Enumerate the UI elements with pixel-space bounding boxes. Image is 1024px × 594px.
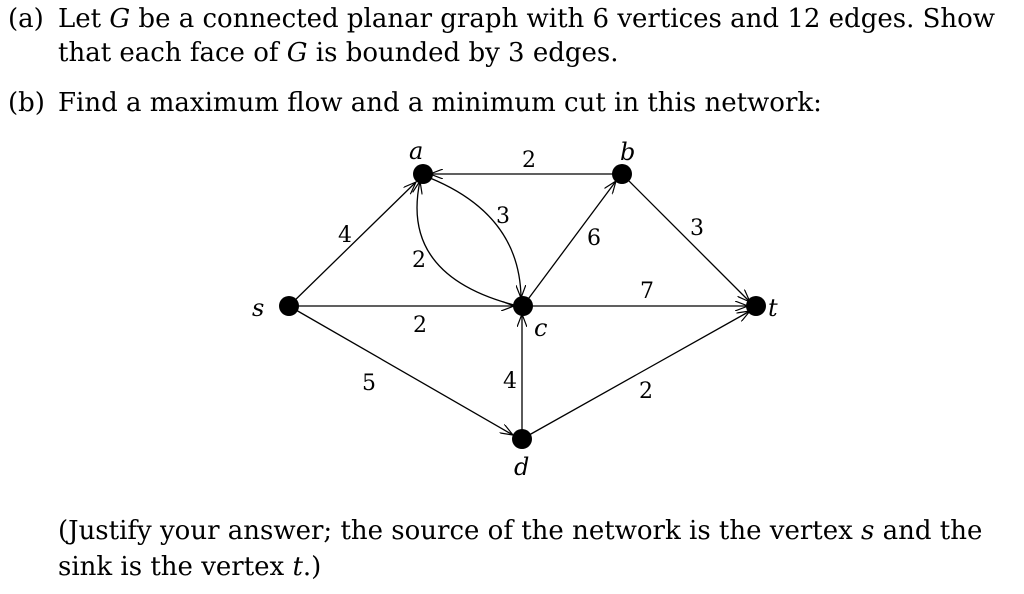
part-a-text: is bounded by 3 edges. [307, 38, 619, 68]
vertex-d [512, 429, 532, 449]
footer-text: sink is the vertex [58, 552, 293, 582]
vertex-label-a: a [409, 137, 423, 165]
weight-c-a: 2 [412, 248, 426, 273]
weight-b-t: 3 [690, 216, 704, 241]
footer-text: .) [302, 552, 322, 582]
part-a-line-2: that each face of G is bounded by 3 edge… [58, 38, 619, 68]
footer-line-1: (Justify your answer; the source of the … [58, 516, 982, 546]
vertex-t [746, 296, 766, 316]
part-a-line-1: Let G be a connected planar graph with 6… [58, 4, 995, 34]
vertex-label-d: d [514, 453, 529, 481]
weight-d-t: 2 [639, 379, 653, 404]
vertex-label-c: c [534, 314, 547, 342]
graph-symbol: G [109, 4, 131, 34]
edge-b-t [621, 173, 750, 302]
edge-d-t [521, 311, 750, 440]
edge-a-c [429, 177, 521, 298]
part-a-label: (a) [8, 4, 44, 34]
footer-text: (Justify your answer; the source of the … [58, 516, 862, 546]
part-a-text: Let [58, 4, 110, 34]
vertex-s [279, 296, 299, 316]
part-b-text: Find a maximum flow and a minimum cut in… [58, 88, 822, 118]
weight-a-c: 3 [496, 204, 510, 229]
weight-s-d: 5 [362, 371, 376, 396]
vertex-b [612, 164, 632, 184]
weight-d-c: 4 [503, 369, 517, 394]
part-a-text: be a connected planar graph with 6 verti… [130, 4, 996, 34]
edge-s-a [288, 182, 416, 307]
edge-c-b [522, 181, 616, 307]
vertex-label-t: t [768, 294, 778, 322]
weight-c-b: 6 [587, 226, 601, 251]
footer-text: and the [874, 516, 983, 546]
edge-s-d [288, 305, 513, 435]
weight-s-a: 4 [338, 223, 352, 248]
weight-b-a: 2 [522, 148, 536, 173]
weight-s-c: 2 [413, 313, 427, 338]
edge-c-a [417, 181, 515, 306]
part-b-label: (b) [8, 88, 45, 118]
vertex-label-b: b [620, 138, 635, 166]
part-a-text: that each face of [58, 38, 287, 68]
source-symbol: s [861, 516, 875, 546]
footer-line-2: sink is the vertex t.) [58, 552, 321, 582]
vertex-a [413, 164, 433, 184]
weight-c-t: 7 [640, 279, 654, 304]
vertex-label-s: s [252, 294, 264, 322]
graph-symbol: G [286, 38, 308, 68]
sink-symbol: t [292, 552, 303, 582]
vertex-c [513, 296, 533, 316]
